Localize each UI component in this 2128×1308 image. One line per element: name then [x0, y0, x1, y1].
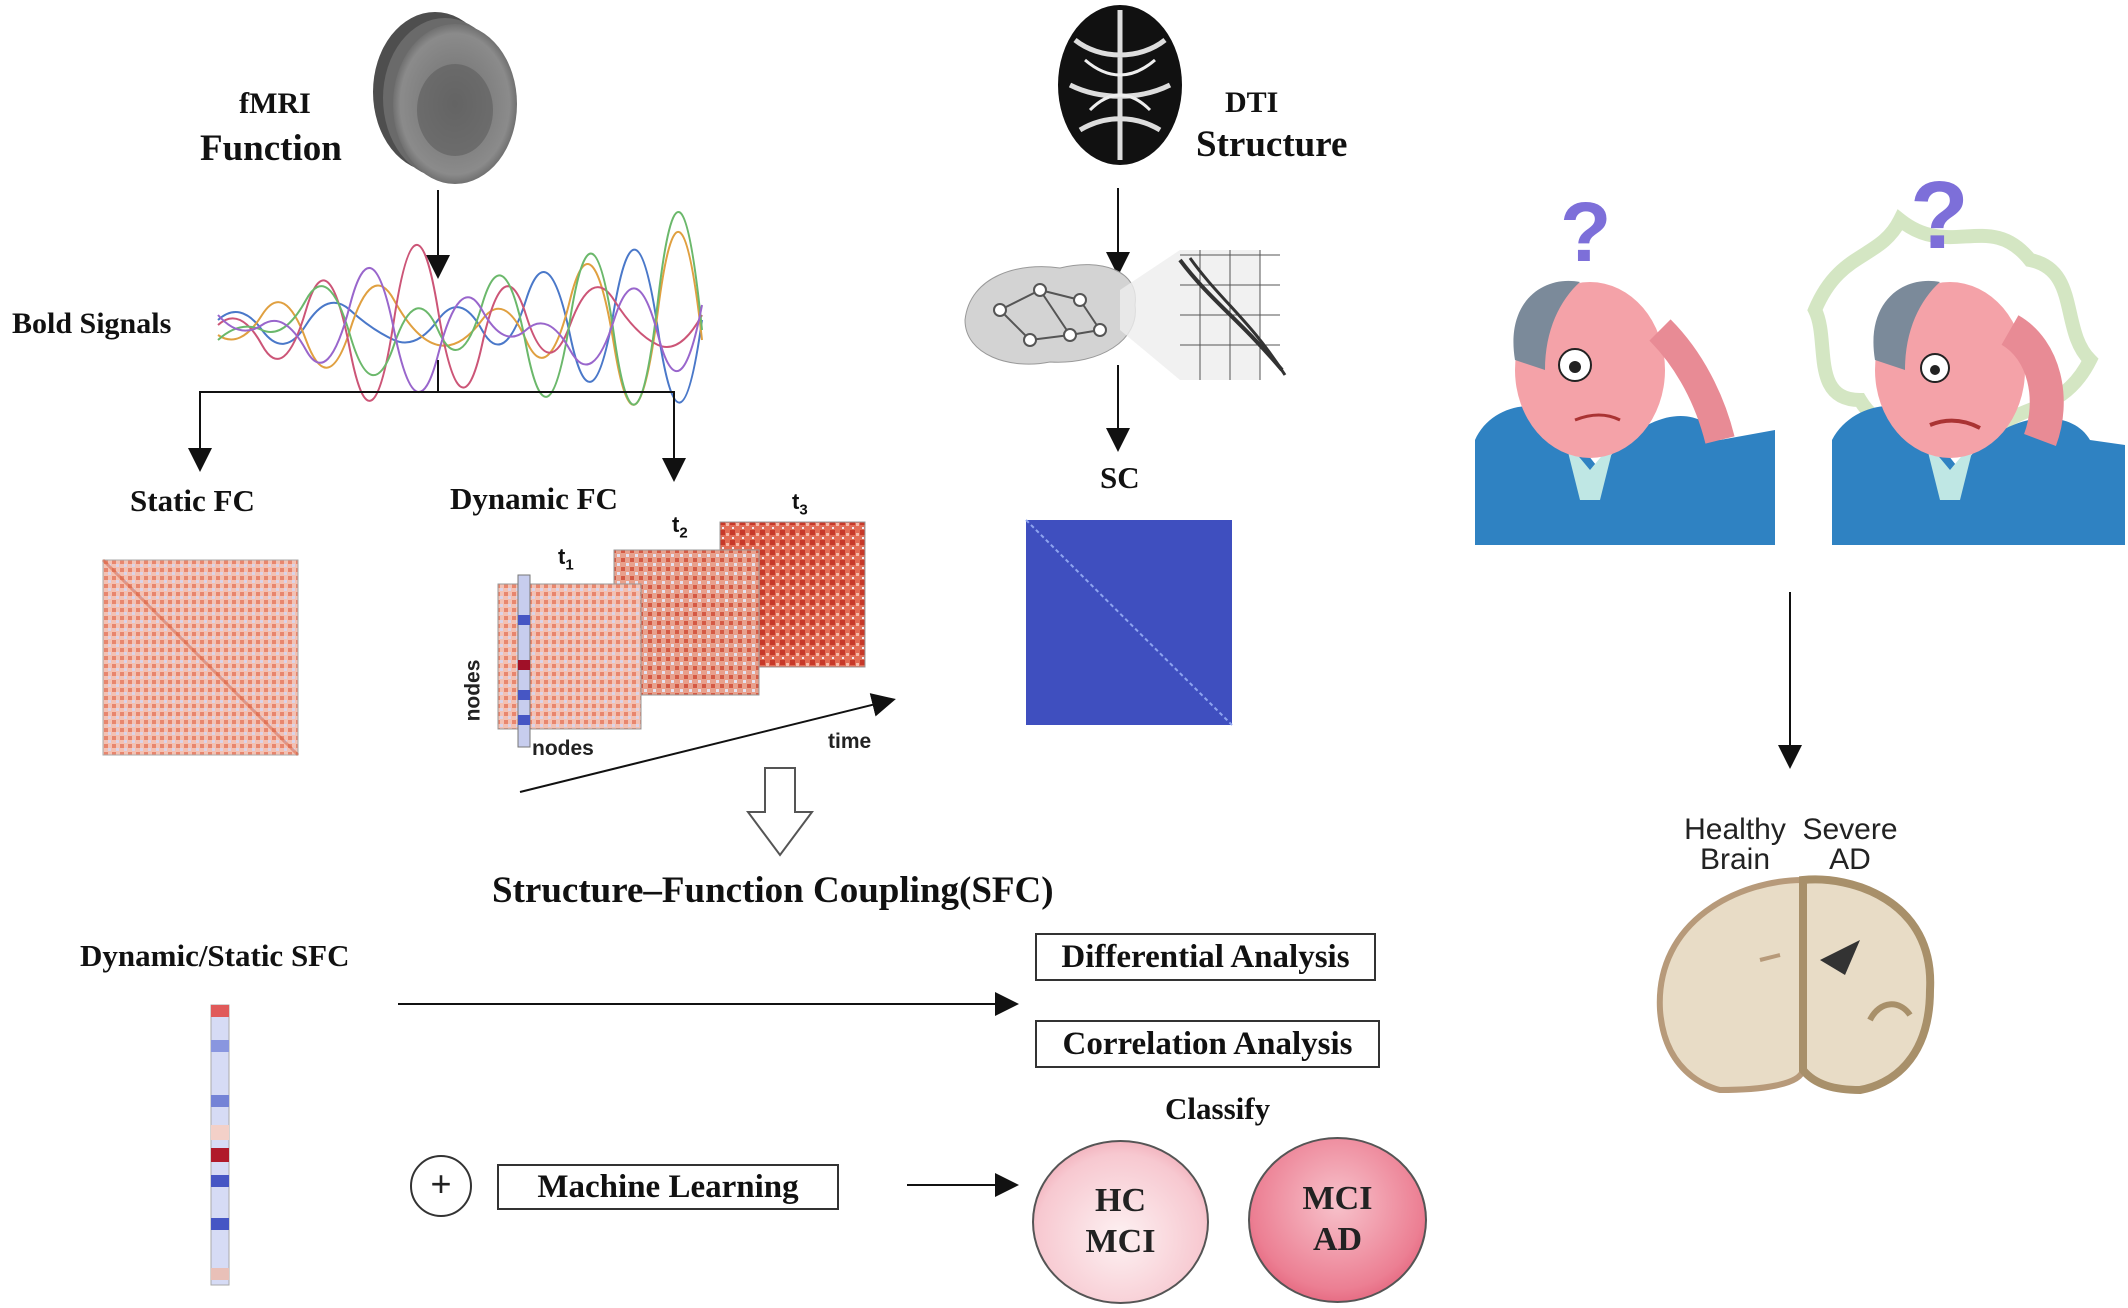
class-ad-label: AD	[1312, 1221, 1363, 1258]
sc-matrix	[1025, 519, 1233, 726]
class-mci-ad-circle: MCI AD	[1248, 1137, 1427, 1303]
healthy-line1: Healthy	[1684, 813, 1786, 846]
dynamic-fc-label: Dynamic FC	[450, 481, 618, 516]
static-fc-label: Static FC	[130, 483, 255, 518]
class-mci2-label: MCI	[1302, 1180, 1373, 1218]
classify-label: Classify	[1165, 1091, 1271, 1126]
bold-signals-plot	[217, 211, 703, 406]
sfc-hollow-arrow	[746, 767, 814, 857]
correlation-analysis-box: Correlation Analysis	[1035, 1020, 1380, 1068]
sfc-vector-bar	[210, 1004, 230, 1286]
function-label: Function	[200, 128, 342, 169]
nodes-x-axis-label: nodes	[532, 737, 594, 760]
node-vector-bar	[517, 574, 531, 748]
severe-line2: AD	[1829, 843, 1871, 876]
class-mci-label: MCI	[1085, 1223, 1156, 1260]
dti-label: DTI	[1225, 86, 1279, 119]
bold-signals-label: Bold Signals	[12, 307, 172, 340]
differential-analysis-box: Differential Analysis	[1035, 933, 1376, 981]
fmri-brain-image	[373, 12, 517, 184]
plus-circle	[410, 1155, 472, 1217]
t1-label: t1	[558, 544, 574, 574]
brain-comparison-image	[1656, 875, 1935, 1095]
dti-brain-image	[1058, 5, 1182, 165]
static-fc-matrix	[101, 558, 300, 757]
class-hc-mci-circle: HC MCI	[1032, 1140, 1209, 1304]
t2-label: t2	[672, 512, 688, 542]
question-mark-2: ?	[1910, 162, 1969, 269]
structure-label: Structure	[1196, 124, 1348, 165]
healthy-line2: Brain	[1699, 843, 1771, 876]
class-hc-label: HC	[1095, 1182, 1146, 1220]
healthy-brain-label: Healthy Brain	[1675, 815, 1795, 875]
nodes-y-axis-label: nodes	[461, 659, 485, 722]
fmri-label: fMRI	[239, 87, 311, 120]
connectome-brain-image	[964, 250, 1287, 380]
sfc-title: Structure–Function Coupling(SFC)	[492, 870, 1054, 911]
dynamic-static-sfc-label: Dynamic/Static SFC	[80, 938, 350, 973]
plus-symbol: +	[430, 1163, 452, 1204]
machine-learning-box: Machine Learning	[497, 1164, 839, 1210]
severe-line1: Severe	[1802, 813, 1898, 846]
person-distressed-illustration	[1807, 209, 2125, 545]
t3-label: t3	[792, 489, 808, 519]
time-axis-arrow	[519, 693, 896, 793]
dynamic-fc-matrices	[497, 521, 866, 730]
question-mark-1: ?	[1560, 185, 1612, 279]
time-axis-label: time	[828, 730, 872, 753]
sc-label: SC	[1100, 460, 1140, 495]
person-thinking-illustration	[1475, 280, 1775, 545]
severe-ad-label: Severe AD	[1795, 815, 1905, 875]
